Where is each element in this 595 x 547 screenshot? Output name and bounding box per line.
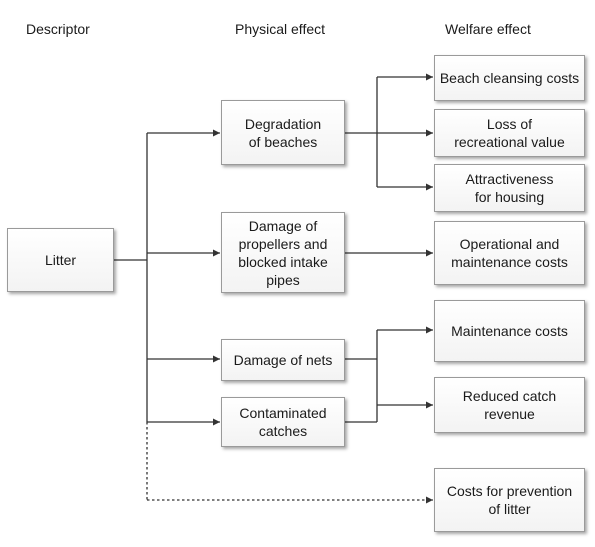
- node-loss-of-recreational-value: Loss of recreational value: [434, 109, 585, 157]
- node-maintenance-costs: Maintenance costs: [434, 300, 585, 362]
- header-descriptor: Descriptor: [26, 21, 90, 37]
- node-damage-of-nets: Damage of nets: [221, 339, 345, 381]
- node-degradation-of-beaches: Degradation of beaches: [221, 100, 345, 165]
- node-litter: Litter: [7, 228, 114, 292]
- node-loss-recreational-line-1: Loss of: [486, 116, 533, 132]
- node-attractiveness-line-1: Attractiveness: [465, 171, 554, 187]
- node-damage-propellers-line-4: pipes: [266, 271, 300, 288]
- node-reduced-catch-line-1: Reduced catch: [462, 388, 557, 404]
- node-degradation-line-1: Degradation: [244, 115, 322, 132]
- node-loss-recreational-line-2: recreational value: [454, 134, 565, 150]
- header-physical-effect: Physical effect: [235, 21, 326, 37]
- node-damage-nets-line-1: Damage of nets: [233, 352, 333, 368]
- node-costs-for-prevention: Costs for prevention of litter: [434, 468, 585, 532]
- node-degradation-line-2: of beaches: [248, 133, 318, 150]
- node-contaminated-catches: Contaminated catches: [221, 397, 345, 447]
- node-damage-propellers-line-2: propellers and: [238, 235, 328, 252]
- node-maintenance-line-1: Maintenance costs: [451, 323, 568, 339]
- node-litter-line-1: Litter: [44, 252, 77, 268]
- node-reduced-catch-line-2: revenue: [484, 406, 535, 422]
- node-operational-line-2: maintenance costs: [451, 254, 568, 270]
- node-prevention-line-2: of litter: [488, 501, 531, 517]
- node-prevention-line-1: Costs for prevention: [446, 483, 573, 499]
- node-reduced-catch-revenue: Reduced catch revenue: [434, 377, 585, 433]
- node-attractiveness-line-2: for housing: [474, 189, 545, 205]
- node-contaminated-line-1: Contaminated: [239, 405, 327, 421]
- node-attractiveness-for-housing: Attractiveness for housing: [434, 164, 585, 212]
- node-damage-propellers-line-1: Damage of: [248, 217, 318, 234]
- node-contaminated-line-2: catches: [258, 423, 308, 439]
- node-damage-of-propellers: Damage of propellers and blocked intake …: [221, 212, 345, 293]
- node-operational-maintenance-costs: Operational and maintenance costs: [434, 221, 585, 285]
- node-operational-line-1: Operational and: [459, 236, 560, 252]
- node-beach-cleansing-costs: Beach cleansing costs: [434, 55, 585, 101]
- header-welfare-effect: Welfare effect: [445, 21, 531, 37]
- node-damage-propellers-line-3: blocked intake: [238, 253, 328, 270]
- node-beach-cleansing-line-1: Beach cleansing costs: [439, 70, 580, 86]
